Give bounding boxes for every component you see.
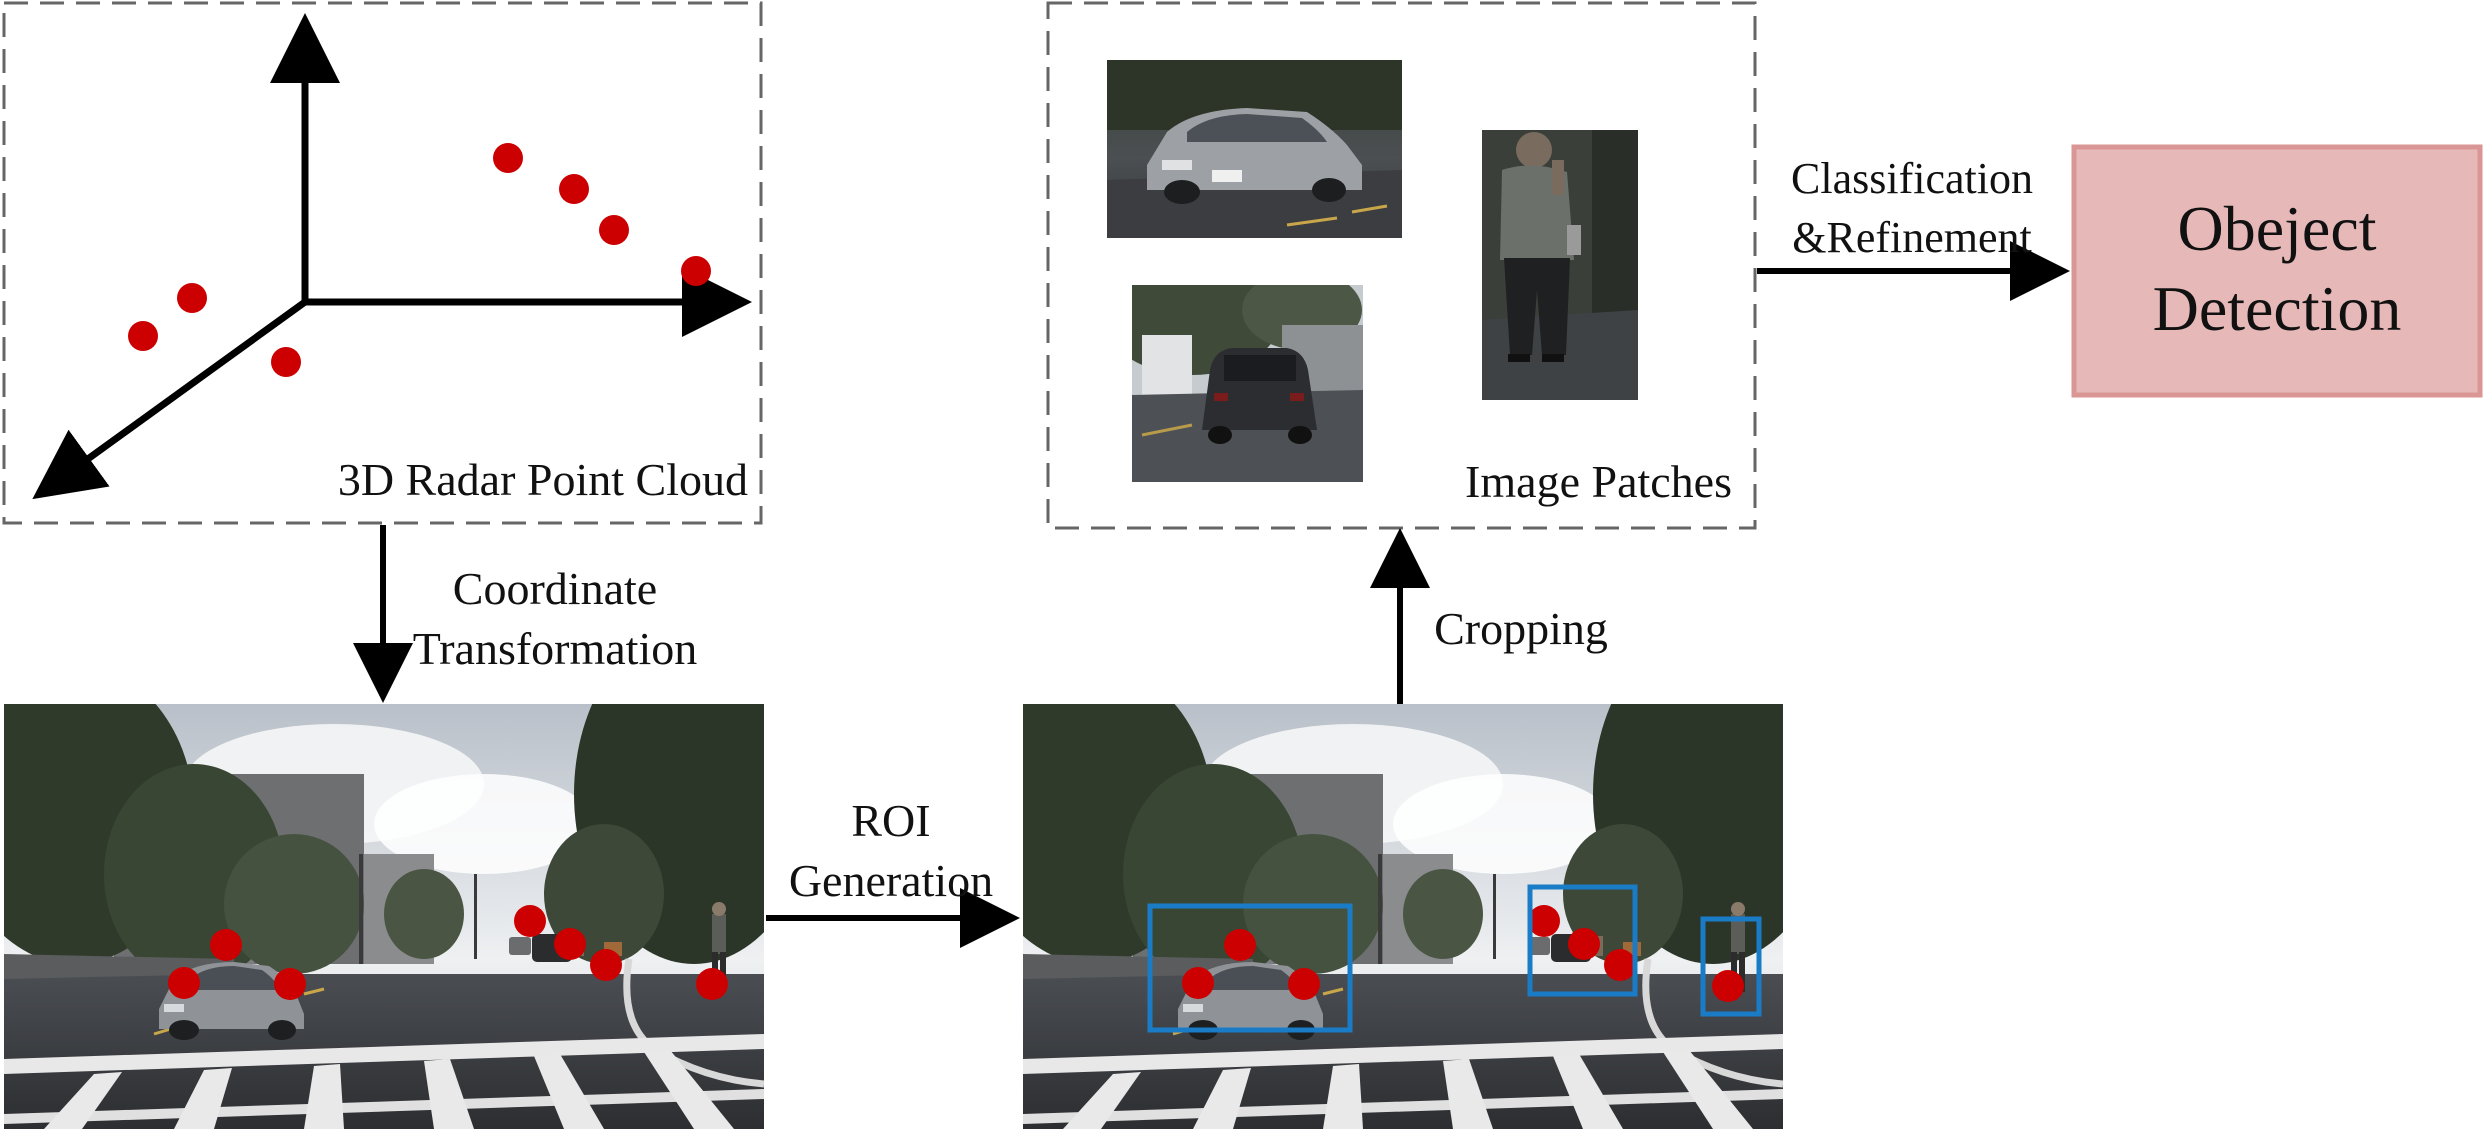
street-image-radar-overlay: [0, 624, 814, 1129]
projected-radar-point: [1224, 929, 1256, 961]
classification-label-line2: &Refinement: [1792, 213, 2032, 262]
roi-box: [1527, 884, 1638, 997]
radar-point: [559, 174, 589, 204]
radar-point: [599, 215, 629, 245]
roi-box: [1700, 916, 1762, 1017]
projected-radar-point: [696, 968, 728, 1000]
radar-points: [128, 143, 711, 377]
radar-caption: 3D Radar Point Cloud: [338, 454, 748, 505]
patch-car-2: [1132, 285, 1363, 482]
projected-radar-point: [1604, 949, 1636, 981]
classification-label-line1: Classification: [1791, 154, 2033, 203]
patch-car-1: [1107, 60, 1402, 238]
coord-label-line1: Coordinate: [453, 563, 657, 614]
radar-point: [493, 143, 523, 173]
radar-point: [177, 283, 207, 313]
axes: [32, 13, 752, 500]
projected-radar-point: [1528, 905, 1560, 937]
patches-caption: Image Patches: [1465, 456, 1732, 507]
roi-label-line1: ROI: [851, 795, 930, 846]
projected-radar-point: [274, 968, 306, 1000]
projected-radar-point: [1288, 968, 1320, 1000]
projected-radar-point: [210, 929, 242, 961]
radar-point: [128, 321, 158, 351]
flow-arrows: [353, 241, 2070, 948]
roi-box: [1147, 903, 1353, 1033]
object-detection-box: [2071, 144, 2483, 398]
projected-radar-point: [514, 905, 546, 937]
projected-radar-point: [1568, 928, 1600, 960]
projected-radar-point: [590, 949, 622, 981]
patch-pedestrian: [1482, 130, 1638, 400]
street-image-roi-overlay: [973, 624, 1833, 1129]
coord-label-line2: Transformation: [413, 623, 698, 674]
radar-point: [271, 347, 301, 377]
detection-label-line2: Detection: [2153, 273, 2402, 344]
projected-radar-point: [168, 967, 200, 999]
detection-label-line1: Obeject: [2178, 193, 2377, 264]
radar-point: [681, 256, 711, 286]
projected-radar-point: [1182, 967, 1214, 999]
projected-radar-point: [554, 928, 586, 960]
roi-label-line2: Generation: [789, 855, 993, 906]
radar-point-cloud-box: [2, 1, 763, 525]
cropping-label: Cropping: [1434, 603, 1608, 654]
projected-radar-point: [1712, 970, 1744, 1002]
